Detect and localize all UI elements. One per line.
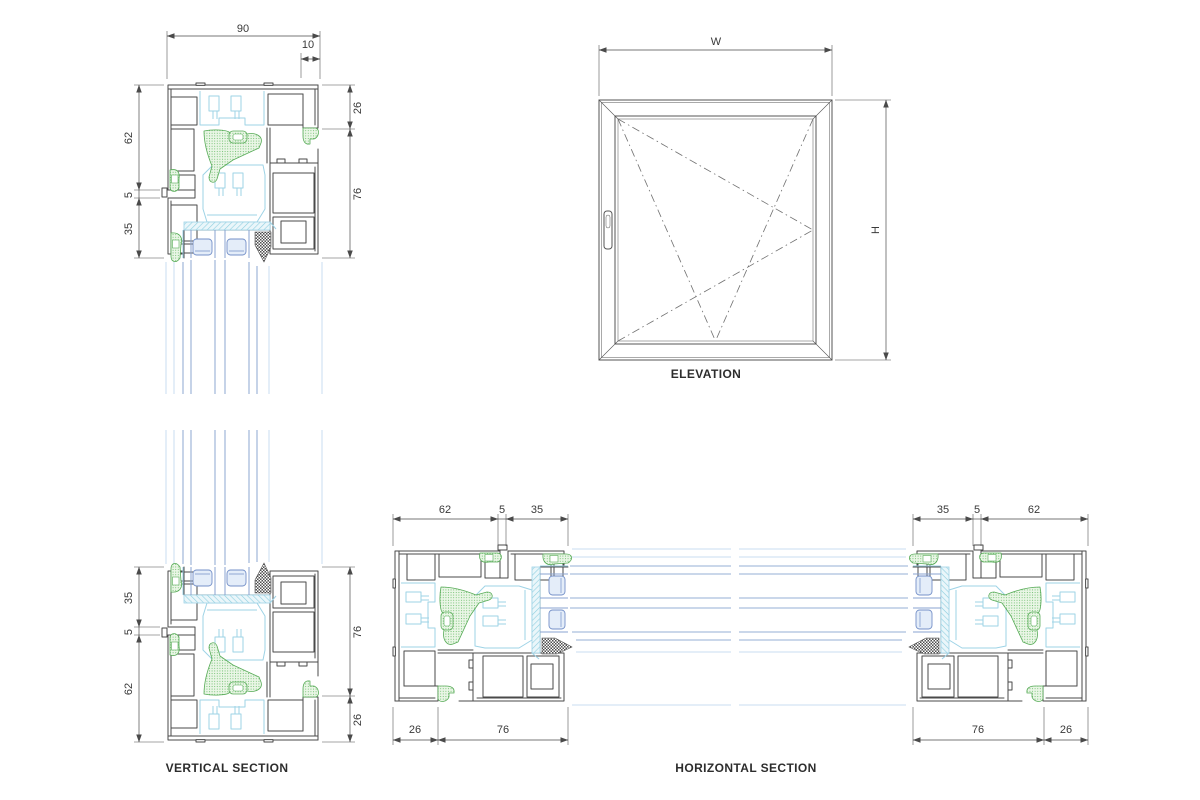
glazing-run-vertical	[165, 260, 323, 565]
dim-label: 10	[302, 39, 314, 51]
dim-label-height: H	[870, 226, 882, 234]
elevation-frame-inner-line	[601, 102, 830, 358]
elevation-outer-frame	[598, 99, 833, 361]
corner-miter-lines	[598, 99, 833, 361]
tilt-turn-symbol	[617, 118, 814, 342]
dim-label: 35	[123, 592, 135, 604]
dim-label: 62	[123, 683, 135, 695]
vertical-section-bottom-profile	[161, 562, 319, 743]
vertical-section-top-profile	[161, 82, 319, 263]
dim-label: 35	[531, 504, 543, 516]
dim-label-width: W	[711, 36, 722, 48]
elevation-sash	[614, 115, 817, 345]
dimensions-vertical-top: 90 10 62 5 35 26 76	[123, 23, 364, 259]
dimensions-horizontal-left: 62 5 35 26 76	[392, 504, 569, 745]
elevation-sash-inner-line	[617, 118, 814, 342]
dim-label: 76	[352, 188, 364, 200]
dim-label: 26	[409, 724, 421, 736]
dim-label: 26	[352, 102, 364, 114]
dim-label: 5	[974, 504, 980, 516]
glazing-run-horizontal	[570, 548, 908, 706]
elevation-view	[598, 99, 833, 361]
horizontal-section-left-profile	[392, 544, 573, 702]
dim-label: 5	[499, 504, 505, 516]
window-handle	[603, 210, 613, 250]
dimensions-horizontal-right: 35 5 62 76 26	[912, 504, 1089, 745]
dim-label: 35	[937, 504, 949, 516]
dim-label: 62	[439, 504, 451, 516]
dim-label: 5	[123, 629, 135, 635]
horizontal-section-right-profile	[908, 544, 1089, 702]
dim-label: 76	[972, 724, 984, 736]
vertical-section-title: VERTICAL SECTION	[166, 761, 289, 775]
elevation-title: ELEVATION	[671, 367, 742, 381]
horizontal-section-title: HORIZONTAL SECTION	[675, 761, 816, 775]
dim-label: 26	[1060, 724, 1072, 736]
dim-label: 62	[1028, 504, 1040, 516]
dim-label: 62	[123, 132, 135, 144]
dimensions-vertical-bottom: 35 5 62 76 26	[123, 566, 364, 743]
window-handle-grip	[605, 214, 611, 229]
dim-label: 35	[123, 223, 135, 235]
dim-label: 76	[497, 724, 509, 736]
dim-label: 5	[123, 192, 135, 198]
dimensions-elevation: W H	[598, 36, 891, 361]
dim-label: 90	[237, 23, 249, 35]
dim-label: 76	[352, 626, 364, 638]
dim-label: 26	[352, 714, 364, 726]
